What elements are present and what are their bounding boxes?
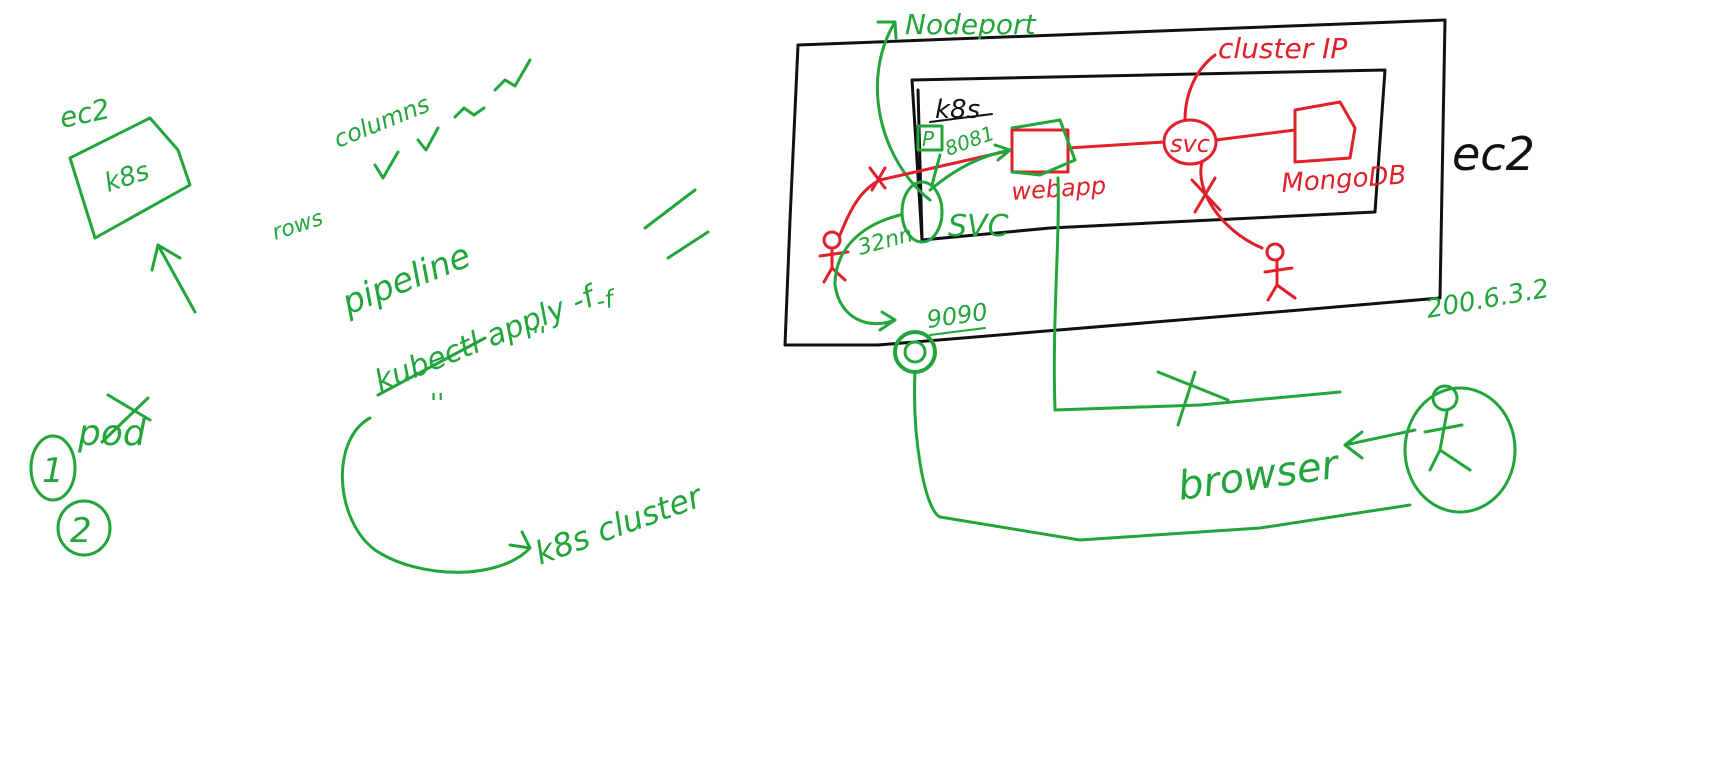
k8s-cluster-label: k8s cluster [530,476,709,572]
ec2-label-right: ec2 [1452,127,1535,181]
dash-f-label: -f [593,284,619,316]
webapp-svc-line [1066,140,1166,150]
arrow-up-icon [150,243,197,314]
left-notes: ec2 k8s rows columns pipeline kubectl ap… [29,58,710,574]
rows-label: rows [269,206,326,246]
kubectl-underline [376,336,487,397]
k8s-divider [916,88,924,240]
item-2-circle [56,499,112,557]
check-marks [373,58,532,180]
mongodb-box [1293,100,1357,164]
ec2-outer-box [783,18,1447,347]
item-2-number: 2 [70,511,92,551]
port-32nn-label: 32nn [855,222,915,261]
columns-label: columns [330,90,434,154]
browser-arrow-icon [1343,428,1417,460]
item-1-circle [29,434,77,502]
svc-webapp-arrow [928,143,1012,192]
svc-mongodb-line [1214,128,1297,142]
ditto-mark-1: '' [532,322,546,352]
mongodb-label: MongoDB [1280,160,1407,199]
ip-address-label: 200.6.3.2 [1424,274,1551,325]
svc-red-label: svc [1170,130,1210,158]
svc-green-oval [900,180,944,244]
k8s-underline [929,113,993,123]
cluster-ip-label: cluster IP [1218,32,1347,65]
strike-through [100,393,152,444]
webapp-highlight [1010,118,1077,177]
item-1-number: 1 [42,451,64,491]
ditto-mark-2: '' [430,389,444,419]
ec2-k8s-box [68,116,192,240]
blocked-x-green [1156,370,1230,427]
pod-box [916,124,944,152]
curved-arrow-icon [341,416,532,574]
nodeport-label: Nodeport [905,8,1036,41]
ec2-label-left: ec2 [57,92,113,135]
loop-arrow [833,213,902,332]
red-user-left-icon [818,230,850,284]
browser-label: browser [1175,442,1343,510]
blocked-x-red-2 [868,166,887,192]
nodeport-browser-route [913,370,1412,542]
port-9090-inner [903,340,927,364]
browser-user-circle [1403,386,1517,514]
webapp-browser-route [1052,176,1342,412]
red-user-icon [1263,242,1297,302]
architecture-diagram: ec2 k8s Nodeport P 8081 SVC 32nn webapp … [783,8,1551,542]
svc-to-pod-line [930,153,942,187]
port-9090-underline [929,327,986,336]
cluster-ip-line [1183,53,1217,122]
dash-lines [643,188,710,260]
port-9090-circle [893,330,937,374]
blocked-x-icon [1190,176,1222,214]
pipeline-label: pipeline [335,236,476,324]
svc-green-label: SVC [948,209,1009,244]
pod-label: P [922,127,935,151]
svc-user-line [1199,160,1264,250]
k8s-box-label: k8s [101,156,153,198]
green-user-icon [1423,384,1472,472]
